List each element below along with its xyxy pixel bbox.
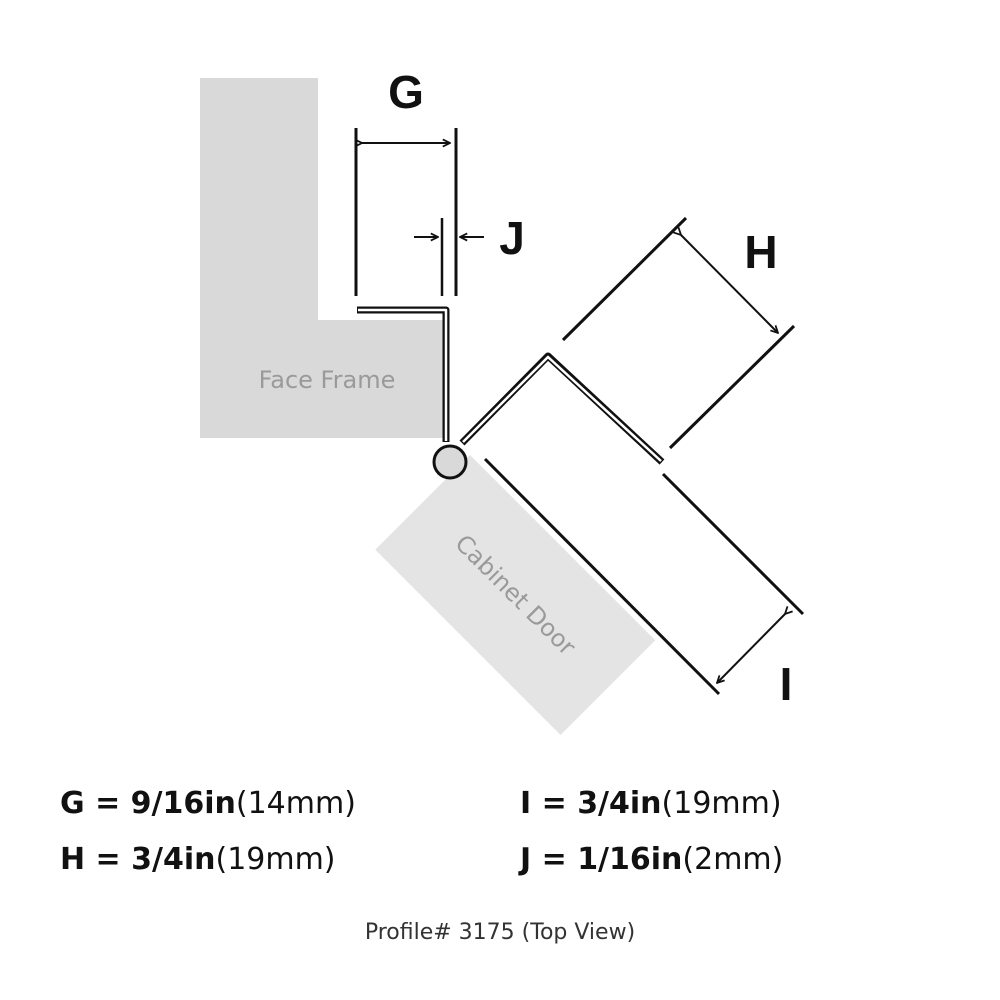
spec-i-key: I = 3/4in	[520, 786, 662, 821]
hinge-leaf-frame-inner	[358, 308, 448, 441]
face-frame-label: Face Frame	[259, 366, 396, 394]
cabinet-door-group: Cabinet Door	[375, 455, 656, 736]
dim-h-ext-inner	[668, 324, 796, 450]
dim-h-arrow	[681, 235, 778, 333]
dim-j-label: J	[499, 212, 525, 264]
dim-i-label: I	[780, 658, 793, 710]
spec-h-value: (19mm)	[215, 842, 336, 877]
spec-g-value: (14mm)	[235, 786, 356, 821]
dim-i-ext-inner	[661, 472, 805, 616]
spec-h: H = 3/4in(19mm)	[60, 842, 336, 877]
hinge-leaf-door-inner	[462, 355, 662, 462]
spec-i: I = 3/4in(19mm)	[520, 786, 782, 821]
hinge-knuckle	[432, 444, 468, 480]
face-frame-panel	[200, 78, 446, 438]
spec-j: J = 1/16in(2mm)	[520, 842, 783, 877]
dim-i-arrow	[717, 614, 785, 683]
spec-j-key: J = 1/16in	[520, 842, 683, 877]
door-outer-edge	[483, 457, 721, 696]
spec-i-value: (19mm)	[661, 786, 782, 821]
profile-caption: Profile# 3175 (Top View)	[364, 920, 636, 945]
spec-h-key: H = 3/4in	[60, 842, 216, 877]
dim-h-ext-outer	[561, 216, 688, 342]
dim-h-label: H	[744, 226, 777, 278]
spec-j-value: (2mm)	[682, 842, 784, 877]
spec-g-key: G = 9/16in	[60, 786, 236, 821]
cabinet-door-panel	[375, 455, 656, 736]
hinge-leaf-door	[459, 352, 665, 465]
spec-g: G = 9/16in(14mm)	[60, 786, 356, 821]
dim-g-label: G	[388, 66, 424, 118]
